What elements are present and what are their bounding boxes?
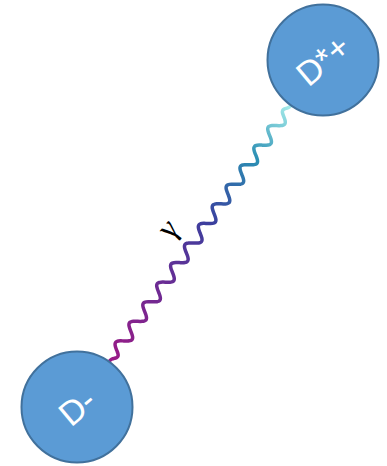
circle-fill <box>22 352 133 463</box>
circle-fill <box>268 5 379 116</box>
particle-circle: D*+ <box>266 3 380 117</box>
photon-line <box>110 107 290 361</box>
particle-circle: D- <box>20 350 134 464</box>
photon-label: γ <box>151 212 185 243</box>
